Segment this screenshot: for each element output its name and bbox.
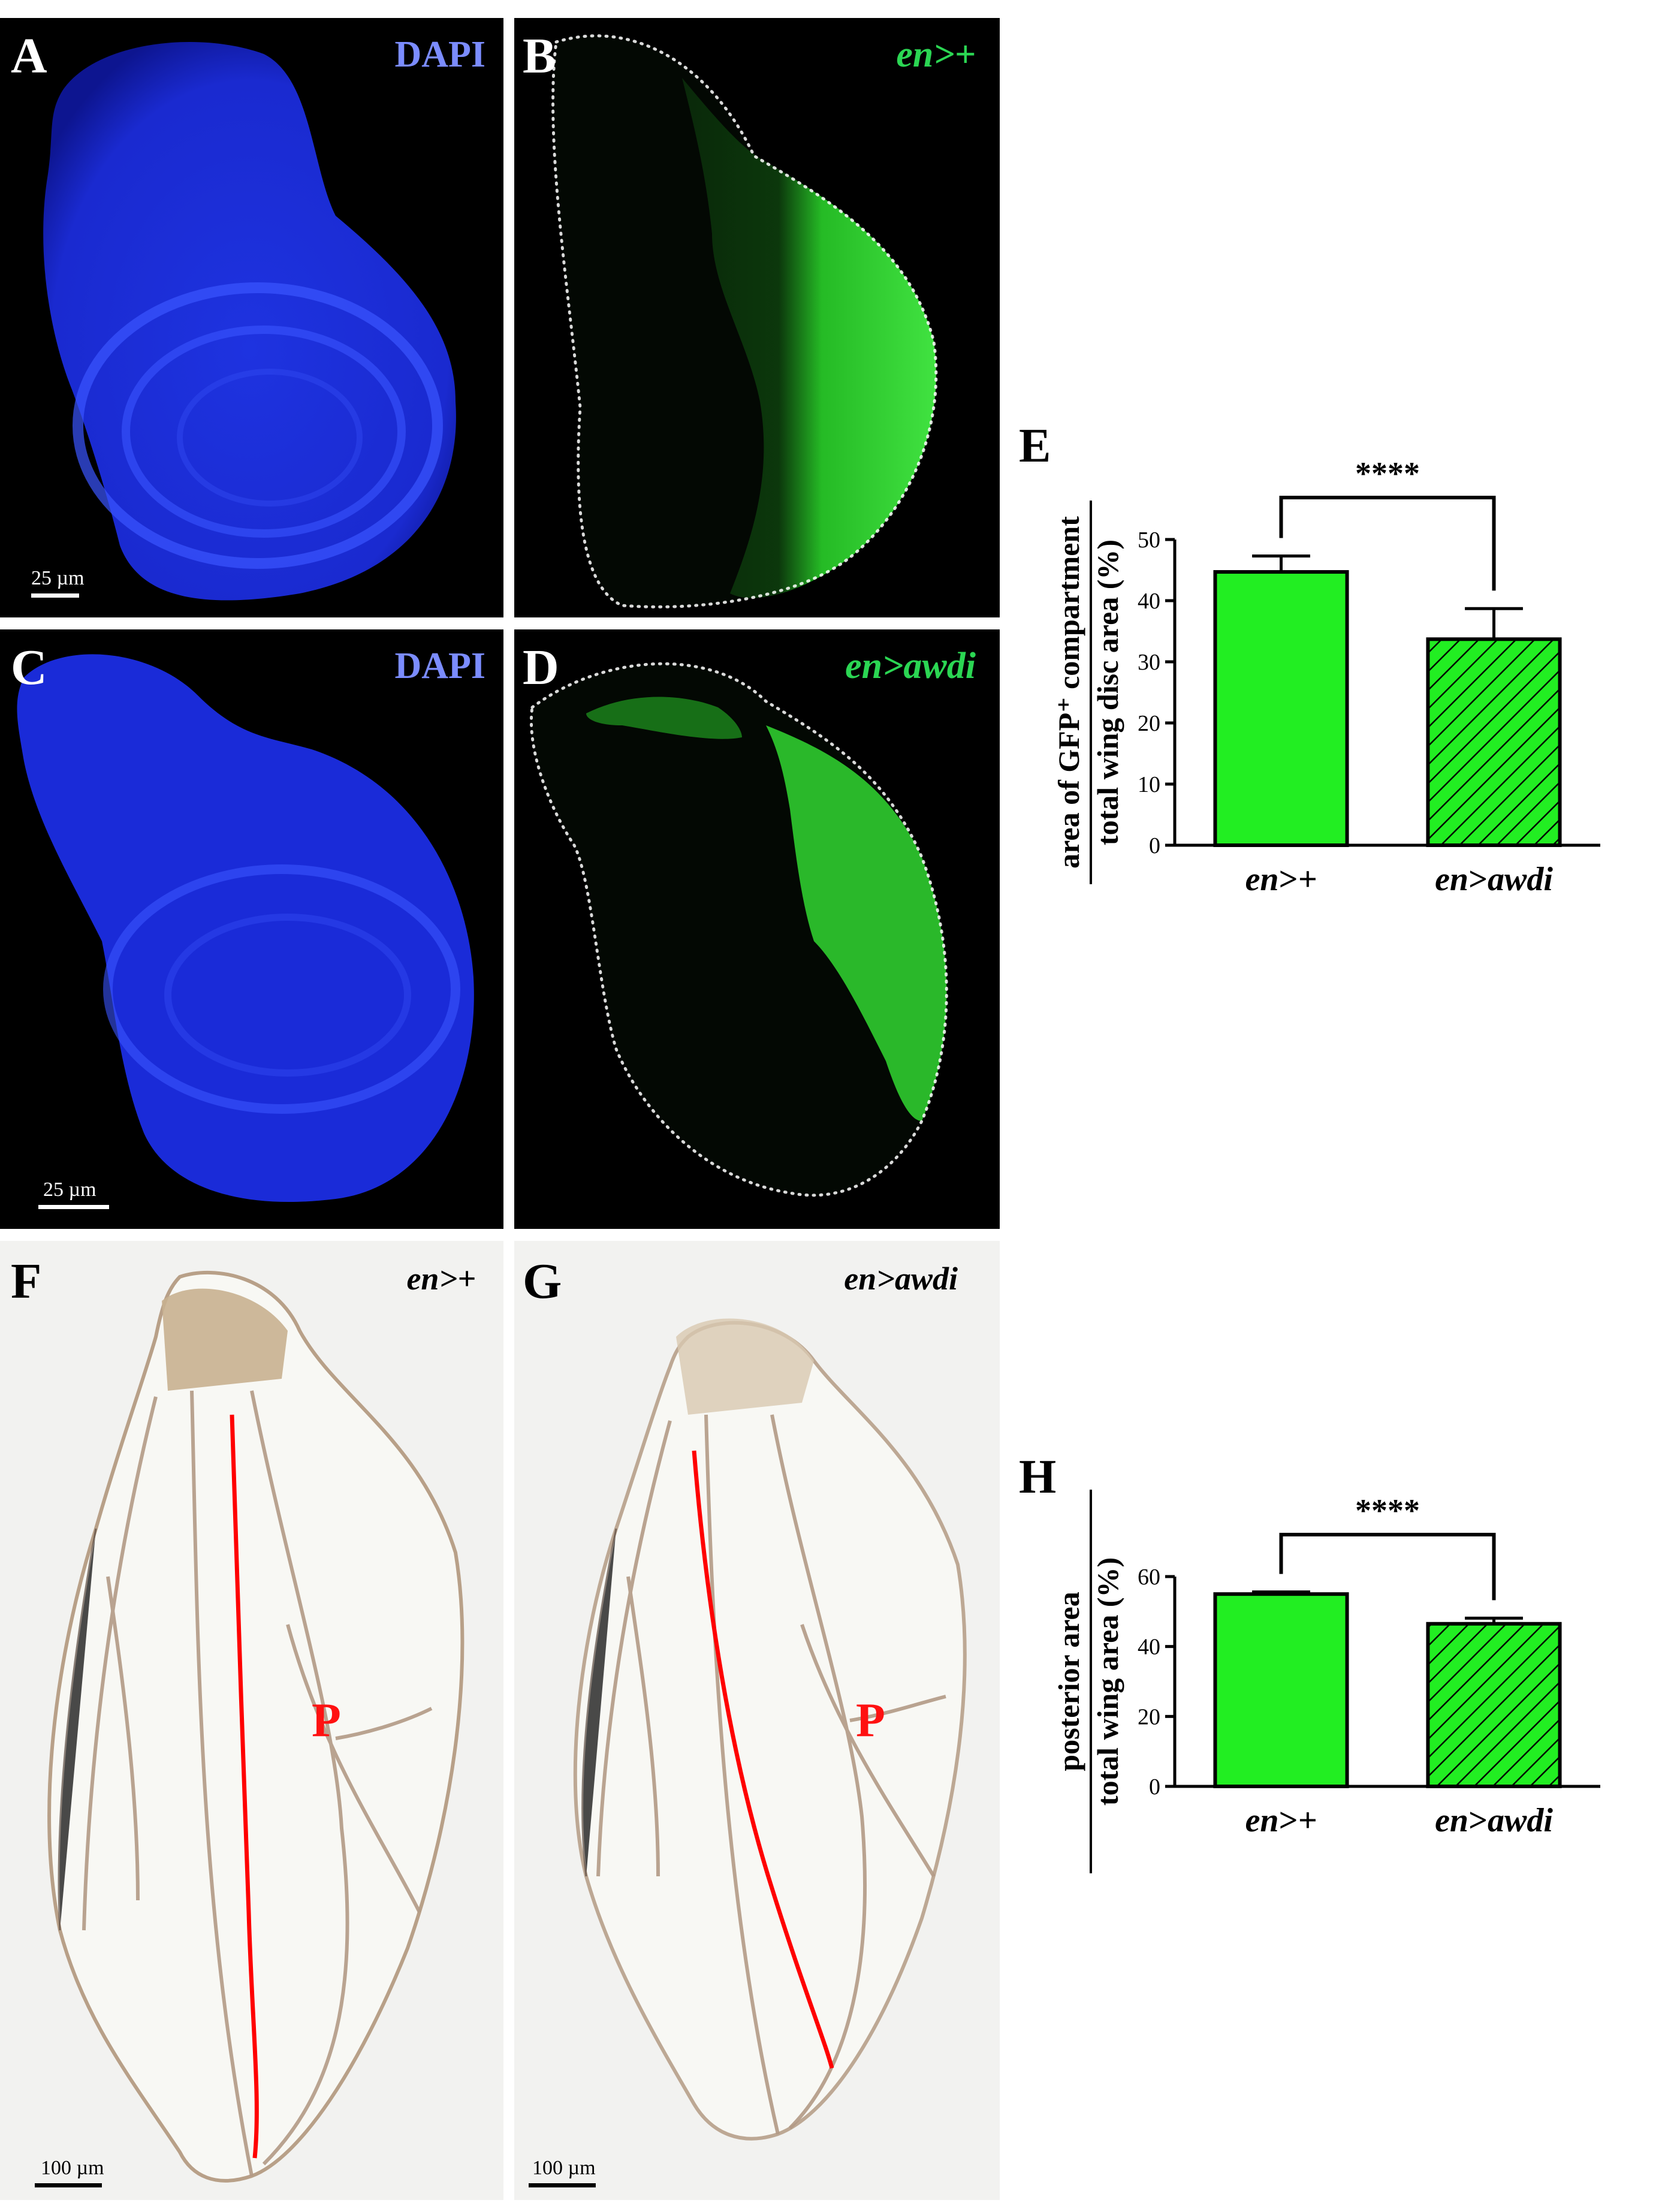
chart-h-y-tick-label-3: 60 bbox=[1138, 1565, 1160, 1590]
scale-bar-a bbox=[31, 593, 79, 598]
chart-e-x-tick-label-0: en>+ bbox=[1245, 861, 1317, 898]
dapi-disc-image-a bbox=[43, 42, 456, 601]
wing-image-g bbox=[573, 1318, 967, 2141]
chart-h-y-tick-label-0: 0 bbox=[1149, 1774, 1160, 1800]
chart-h-significance-bracket bbox=[1279, 1533, 1496, 1601]
stain-tag-a: DAPI bbox=[394, 34, 485, 75]
boundary-line-f bbox=[230, 1414, 259, 2159]
chart-h-bar-0 bbox=[1213, 1592, 1349, 1789]
gfp-disc-image-d bbox=[529, 662, 948, 1197]
chart-h-x-tick-label-0: en>+ bbox=[1245, 1802, 1317, 1839]
panel-b: B en>+ bbox=[514, 18, 1000, 617]
chart-e-x-tick-label-1: en>awdi bbox=[1435, 861, 1553, 898]
wing-image-f bbox=[47, 1270, 465, 2183]
chart-e-significance-bracket bbox=[1279, 496, 1496, 591]
scale-bar-label-g: 100 µm bbox=[532, 2157, 596, 2179]
chart-e-y-tick-label-3: 30 bbox=[1138, 650, 1160, 675]
chart-h-significance-label: **** bbox=[1355, 1493, 1420, 1529]
stain-tag-c: DAPI bbox=[394, 646, 485, 686]
scale-bar-label-c: 25 µm bbox=[43, 1179, 96, 1201]
scale-bar-label-a: 25 µm bbox=[31, 567, 85, 589]
chart-e-significance-label: **** bbox=[1355, 456, 1420, 492]
boundary-line-g bbox=[692, 1450, 834, 2069]
panel-a: A DAPI 25 µm bbox=[0, 18, 503, 617]
chart-e-y-tick-label-1: 10 bbox=[1138, 772, 1160, 797]
panel-letter-a: A bbox=[11, 28, 47, 84]
dapi-disc-image-c bbox=[17, 654, 474, 1203]
scale-bar-c bbox=[38, 1205, 109, 1209]
panel-g: G en>awdi P 100 µm bbox=[514, 1241, 1000, 2200]
panel-d: D en>awdi bbox=[514, 629, 1000, 1229]
chart-h-ylabel-bottom: total wing area (%) bbox=[1091, 1557, 1124, 1806]
genotype-tag-f: en>+ bbox=[406, 1261, 476, 1297]
chart-e-bar-0 bbox=[1213, 570, 1349, 847]
chart-e-ylabel-bottom: total wing disc area (%) bbox=[1091, 540, 1124, 845]
chart-h-y-tick-label-2: 40 bbox=[1138, 1635, 1160, 1660]
chart-h-panel-letter: H bbox=[1019, 1451, 1056, 1503]
genotype-tag-d: en>awdi bbox=[845, 646, 976, 686]
scale-bar-label-f: 100 µm bbox=[41, 2157, 104, 2179]
panel-letter-b: B bbox=[523, 28, 557, 84]
scale-bar-g bbox=[529, 2183, 596, 2187]
panel-letter-f: F bbox=[11, 1253, 42, 1309]
chart-e-ylabel-top: area of GFP⁺ compartment bbox=[1052, 516, 1085, 869]
posterior-label-g: P bbox=[856, 1694, 885, 1747]
panel-letter-c: C bbox=[11, 640, 47, 695]
panel-c: C DAPI 25 µm bbox=[0, 629, 503, 1229]
chart-e-panel-letter: E bbox=[1019, 420, 1051, 472]
chart-h-x-tick-label-1: en>awdi bbox=[1435, 1802, 1553, 1839]
panel-letter-d: D bbox=[523, 640, 559, 695]
gfp-disc-image-b bbox=[551, 34, 938, 608]
genotype-tag-g: en>awdi bbox=[844, 1261, 958, 1297]
scale-bar-f bbox=[35, 2183, 102, 2187]
posterior-label-f: P bbox=[312, 1694, 341, 1747]
chart-h-bar-1 bbox=[1426, 1622, 1562, 1788]
chart-e-y-tick-label-5: 50 bbox=[1138, 528, 1160, 553]
chart-e-bar-1 bbox=[1426, 637, 1562, 847]
chart-e-y-tick-label-2: 20 bbox=[1138, 711, 1160, 736]
genotype-tag-b: en>+ bbox=[896, 34, 976, 75]
chart-e-y-tick-label-4: 40 bbox=[1138, 589, 1160, 614]
chart-h-y-tick-label-1: 20 bbox=[1138, 1704, 1160, 1729]
chart-h-ylabel-top: posterior area bbox=[1052, 1592, 1085, 1771]
chart-e-y-tick-label-0: 0 bbox=[1149, 833, 1160, 858]
panel-letter-g: G bbox=[523, 1253, 562, 1309]
panel-f: F en>+ P 100 µm bbox=[0, 1241, 503, 2200]
